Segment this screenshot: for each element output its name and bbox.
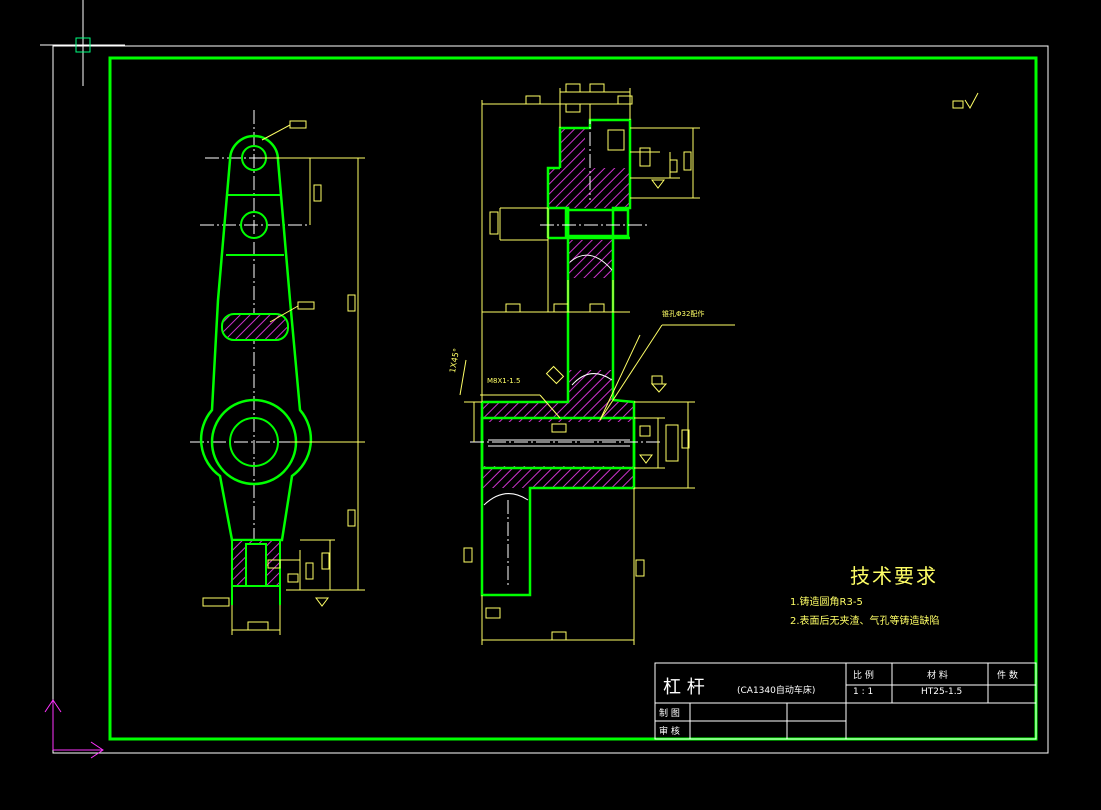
tech-requirement-1: 1.铸造圆角R3-5 xyxy=(790,597,863,608)
material-value: HT25-1.5 xyxy=(921,687,963,697)
title-block-grid xyxy=(654,662,1037,740)
roughness-symbol xyxy=(952,92,979,109)
tech-requirements: 技术要求 1.铸造圆角R3-5 2.表面后无夹渣、气孔等铸造缺陷 xyxy=(790,560,940,627)
section-view xyxy=(459,83,735,645)
crosshair-cursor xyxy=(40,0,125,86)
ucs-icon xyxy=(44,699,104,759)
scale-label: 比 例 xyxy=(853,671,874,681)
title-block: 杠 杆 (CA1340自动车床) 比 例 1 : 1 材 料 HT25-1.5 … xyxy=(655,663,1037,739)
tech-requirement-2: 2.表面后无夹渣、气孔等铸造缺陷 xyxy=(790,616,940,627)
sheet-border xyxy=(52,45,1049,754)
machine-name: (CA1340自动车床) xyxy=(737,686,816,696)
scale-value: 1 : 1 xyxy=(853,687,874,697)
tech-requirements-heading: 技术要求 xyxy=(850,564,938,588)
review-label: 审 核 xyxy=(659,727,680,737)
material-label: 材 料 xyxy=(927,671,948,681)
front-view xyxy=(190,110,365,635)
qty-label: 件 数 xyxy=(997,671,1018,681)
thread-note: M8X1-1.5 xyxy=(487,377,521,385)
side-note: 锥孔Φ32配作 xyxy=(662,310,705,318)
part-name: 杠 杆 xyxy=(663,677,705,698)
drawn-label: 制 图 xyxy=(659,709,680,719)
drawing-frame xyxy=(108,56,1038,741)
